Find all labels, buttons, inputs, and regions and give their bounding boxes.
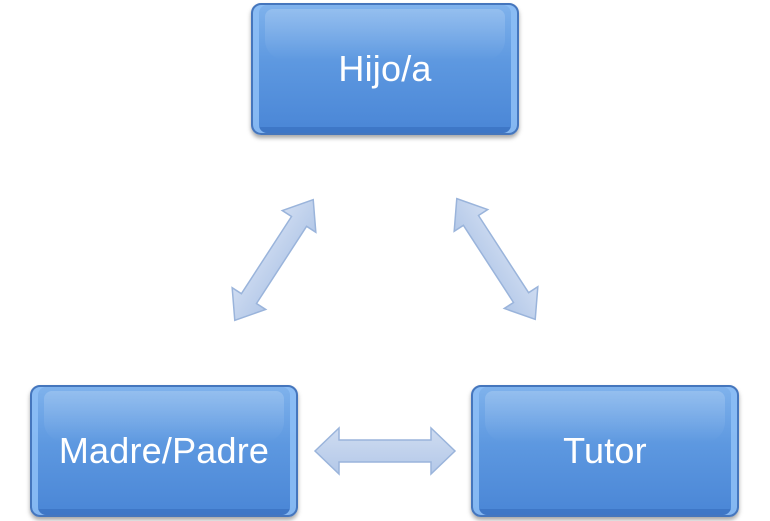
node-madre-padre: Madre/Padre: [30, 385, 298, 517]
node-tutor: Tutor: [471, 385, 739, 517]
node-hijo-label: Hijo/a: [338, 48, 432, 89]
arrow-hijo-madre: [231, 198, 317, 322]
arrow-madre-tutor: [313, 426, 457, 476]
node-hijo: Hijo/a: [251, 3, 519, 135]
node-madre-padre-label: Madre/Padre: [58, 430, 270, 471]
node-tutor-label: Tutor: [563, 430, 647, 471]
arrow-hijo-tutor: [453, 197, 539, 321]
